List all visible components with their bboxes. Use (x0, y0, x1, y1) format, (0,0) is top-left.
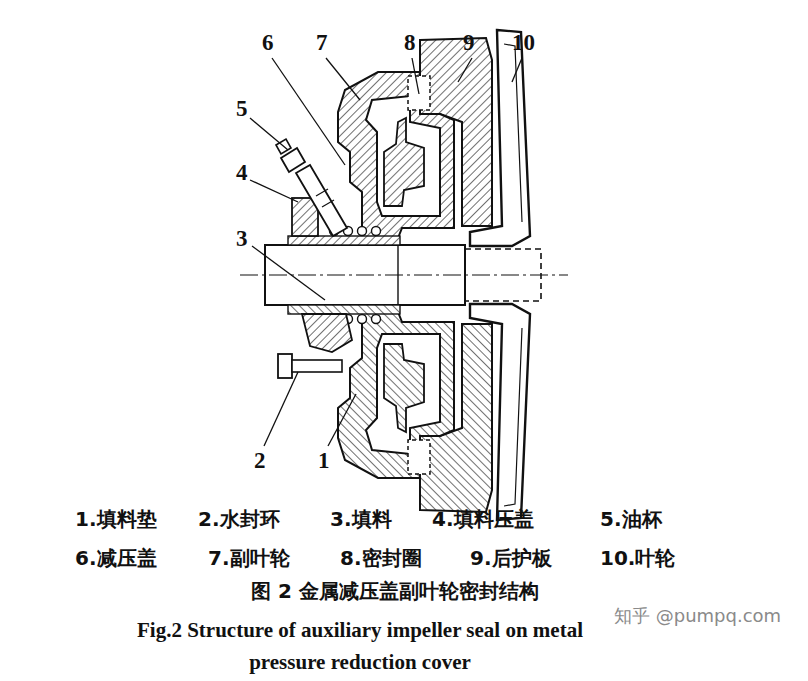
english-caption: Fig.2 Structure of auxiliary impeller se… (110, 614, 610, 678)
callout-number: 3 (236, 226, 248, 252)
figure-caption: 图 2 金属减压盖副叶轮密封结构 (0, 578, 790, 605)
part-list-item: 5.油杯 (600, 506, 662, 533)
part-list-item: 4.填料压盖 (432, 506, 534, 533)
callout-number: 8 (404, 30, 416, 56)
part-list-item: 2.水封环 (198, 506, 280, 533)
part-list-item: 1.填料垫 (75, 506, 157, 533)
callout-number: 4 (236, 160, 248, 186)
watermark: 知乎 @pumpq.com (612, 604, 783, 628)
part-list-item: 7.副叶轮 (208, 545, 290, 572)
part-list-item: 10.叶轮 (600, 545, 675, 572)
part-list-item: 6.减压盖 (75, 545, 157, 572)
callout-number: 9 (463, 30, 475, 56)
part-list-item: 9.后护板 (470, 545, 552, 572)
callout-number: 1 (318, 448, 330, 474)
callout-number: 6 (262, 30, 274, 56)
part-list-item: 3.填料 (330, 506, 392, 533)
callout-number: 7 (316, 30, 328, 56)
part-list-item: 8.密封圈 (340, 545, 422, 572)
callout-number: 10 (512, 30, 535, 56)
callout-number: 5 (236, 96, 248, 122)
callout-number: 2 (254, 448, 266, 474)
